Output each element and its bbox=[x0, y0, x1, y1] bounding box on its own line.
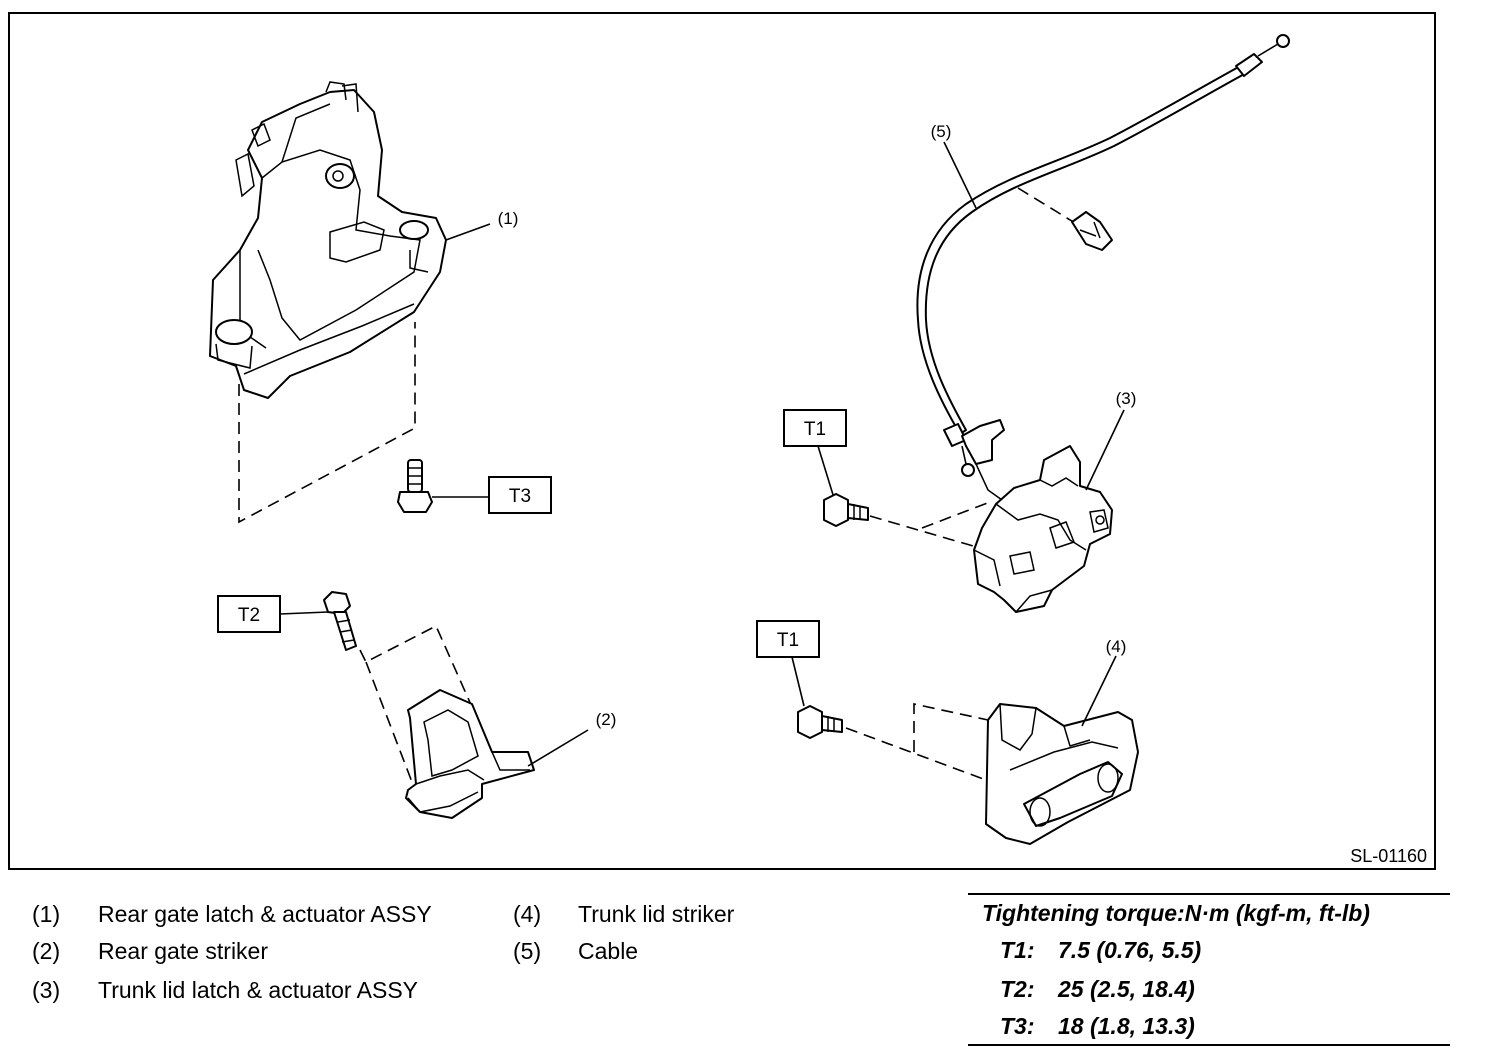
legend-name: Trunk lid latch & actuator ASSY bbox=[98, 977, 419, 1003]
bolt-t1-bottom bbox=[797, 705, 843, 739]
assembly-line-4 bbox=[845, 703, 989, 781]
callout-4: (4) bbox=[1106, 637, 1127, 656]
torque-box-t1-bottom bbox=[756, 620, 820, 658]
table-rule-top bbox=[968, 893, 1450, 895]
callout-1: (1) bbox=[498, 209, 519, 228]
torque-label-t3: T3 bbox=[509, 486, 531, 507]
torque-key: T3: bbox=[1000, 1013, 1035, 1039]
trunk-lid-latch-actuator bbox=[961, 419, 1113, 613]
legend-name: Rear gate striker bbox=[98, 938, 269, 964]
torque-key: T2: bbox=[1000, 976, 1035, 1002]
exploded-parts-diagram: T3 (1) T2 (2) (5) T1 bbox=[8, 12, 1436, 870]
torque-box-t2 bbox=[217, 595, 281, 633]
torque-label-t1-bottom: T1 bbox=[777, 630, 799, 651]
torque-value: 18 (1.8, 13.3) bbox=[1058, 1013, 1195, 1039]
legend-name: Cable bbox=[578, 938, 639, 964]
legend-number: (5) bbox=[513, 938, 542, 964]
callout-3: (3) bbox=[1116, 389, 1137, 408]
torque-box-t3 bbox=[488, 476, 552, 514]
assembly-line-1a bbox=[238, 322, 416, 524]
cable bbox=[916, 34, 1290, 477]
legend-number: (2) bbox=[32, 938, 61, 964]
legend-number: (3) bbox=[32, 977, 61, 1003]
torque-heading: Tightening torque:N·m (kgf-m, ft-lb) bbox=[982, 900, 1370, 926]
bolt-t1-top bbox=[823, 493, 869, 527]
legend-number: (4) bbox=[513, 901, 542, 927]
callout-2: (2) bbox=[596, 710, 617, 729]
callout-5: (5) bbox=[931, 122, 952, 141]
assembly-line-3 bbox=[869, 501, 991, 549]
table-rule-bottom bbox=[968, 1044, 1450, 1046]
torque-value: 25 (2.5, 18.4) bbox=[1058, 976, 1195, 1002]
legend-number: (1) bbox=[32, 901, 61, 927]
figure-code: SL-01160 bbox=[1350, 846, 1427, 866]
rear-gate-striker bbox=[405, 689, 535, 819]
legend-name: Trunk lid striker bbox=[578, 901, 735, 927]
cable-clip bbox=[1071, 211, 1113, 251]
assembly-line-2 bbox=[359, 624, 493, 783]
bolt-t2 bbox=[323, 591, 357, 651]
torque-table: Tightening torque:N·m (kgf-m, ft-lb) T1:… bbox=[968, 893, 1450, 1047]
bolt-t3 bbox=[397, 459, 433, 513]
legend-name: Rear gate latch & actuator ASSY bbox=[98, 901, 432, 927]
torque-value: 7.5 (0.76, 5.5) bbox=[1058, 937, 1202, 963]
assembly-line-5 bbox=[1017, 187, 1081, 227]
diagram-frame bbox=[8, 12, 1436, 870]
rear-gate-latch-actuator bbox=[209, 81, 447, 399]
torque-key: T1: bbox=[1000, 937, 1035, 963]
torque-label-t1-top: T1 bbox=[804, 419, 826, 440]
torque-box-t1-top bbox=[783, 409, 847, 447]
torque-label-t2: T2 bbox=[238, 605, 260, 626]
trunk-lid-striker bbox=[985, 703, 1139, 845]
